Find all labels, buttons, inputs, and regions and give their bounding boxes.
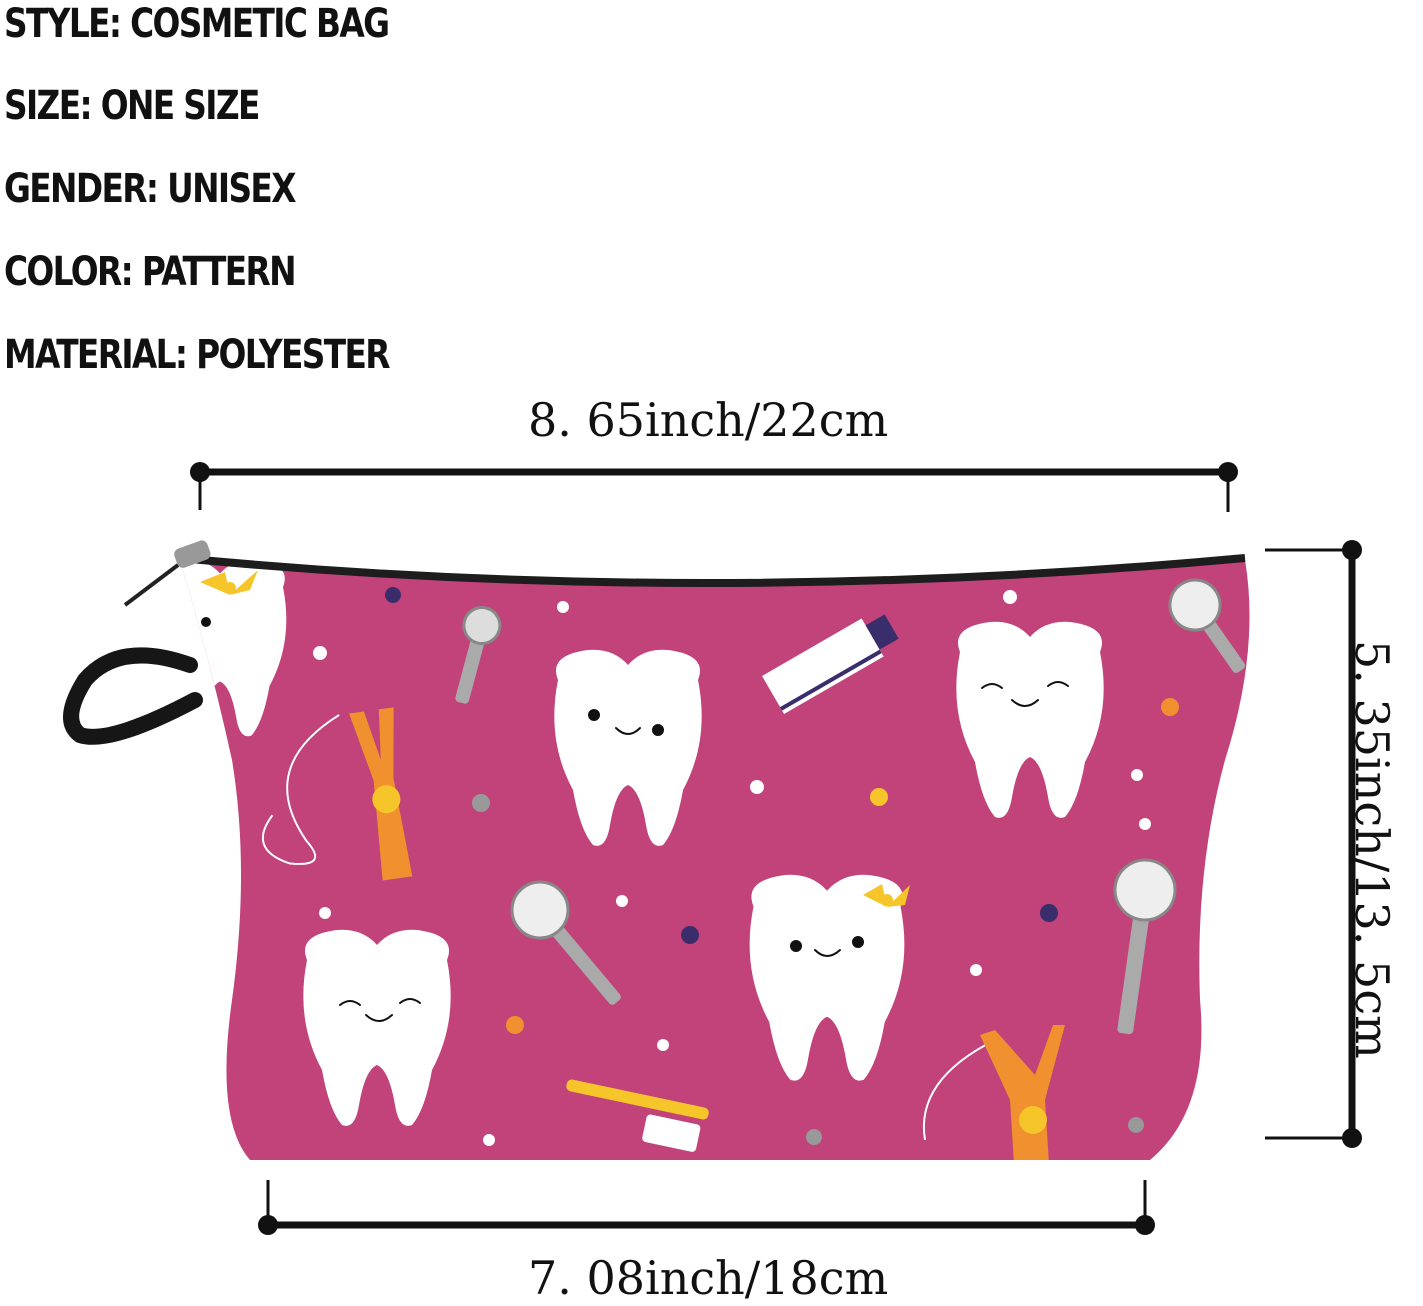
dimension-endpoint	[1342, 1128, 1362, 1148]
tooth-faces	[201, 617, 1069, 1022]
dimension-top-label: 8. 65inch/22cm	[528, 393, 889, 447]
spec-style: STYLE: COSMETIC BAG	[4, 1, 390, 47]
zipper	[179, 554, 1246, 587]
dimension-endpoint	[1218, 462, 1238, 482]
dental-mirror-icon	[510, 880, 621, 1005]
dimension-line-top	[198, 468, 1230, 512]
dimension-endpoint	[1135, 1215, 1155, 1235]
zipper-pull-icon	[123, 540, 211, 607]
dental-mirror-icon	[1113, 858, 1177, 1035]
wrist-strap	[63, 647, 203, 745]
toothpaste-icon	[762, 614, 899, 715]
pattern-dots	[313, 587, 1179, 1146]
dimension-endpoint	[1342, 540, 1362, 560]
spec-material: MATERIAL: POLYESTER	[4, 332, 391, 378]
spec-size: SIZE: ONE SIZE	[4, 83, 260, 129]
floss-pick-icon	[261, 707, 413, 881]
toothbrush-icon	[566, 1079, 709, 1152]
spec-color: COLOR: PATTERN	[4, 249, 297, 295]
spec-gender: GENDER: UNISEX	[4, 166, 296, 212]
dimension-line-bottom	[266, 1180, 1147, 1229]
dimension-bottom-label: 7. 08inch/18cm	[528, 1251, 889, 1305]
dimension-endpoint	[190, 462, 210, 482]
dental-mirror-icon	[1168, 578, 1246, 673]
dimension-height-label: 5. 35inch/13. 5cm	[1345, 640, 1399, 1059]
dimension-line-right	[1265, 548, 1356, 1140]
bow-icon	[200, 570, 910, 907]
floss-pick-icon	[922, 1025, 1065, 1160]
dimension-endpoint	[258, 1215, 278, 1235]
dental-mirror-icon	[455, 606, 502, 704]
